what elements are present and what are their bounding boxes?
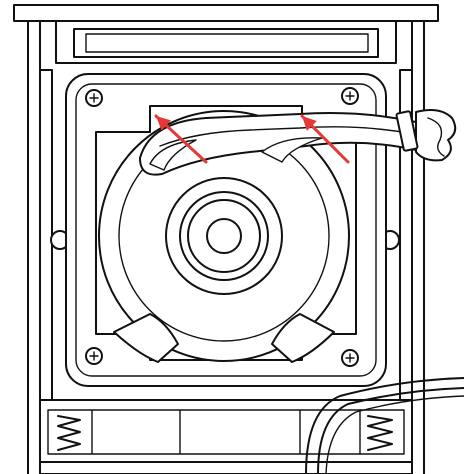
roller-lower-left <box>113 313 179 363</box>
cable-3 <box>325 395 464 474</box>
arrow-up-left-icon <box>300 114 350 164</box>
mounting-plate-inner <box>75 83 377 377</box>
roller-lower-right <box>271 313 335 363</box>
cable-2 <box>317 387 464 474</box>
base-inner <box>47 409 405 455</box>
cable-tie <box>395 110 419 152</box>
tube-inner-line <box>159 126 415 147</box>
arrow-head <box>156 116 172 131</box>
pump-housing <box>13 4 439 474</box>
tube-highlight-left <box>149 139 197 171</box>
tube-end-detail <box>427 117 445 157</box>
base-dividers <box>91 409 361 455</box>
tubing <box>139 109 457 176</box>
arrow-up-left-icon <box>154 114 208 164</box>
phillips-screw-icon <box>341 87 359 105</box>
pump-base <box>39 399 413 474</box>
shaft <box>206 218 242 254</box>
cable-1 <box>305 377 464 474</box>
left-rail <box>39 69 53 401</box>
phillips-screw-icon <box>341 349 359 367</box>
arrow-head <box>302 116 317 131</box>
annotation-arrows <box>154 114 350 164</box>
tube-end <box>415 109 457 162</box>
base-foot <box>39 461 413 474</box>
rotor <box>98 110 350 362</box>
phillips-screw-icon <box>85 347 103 365</box>
spring-right <box>367 415 393 451</box>
spring-left <box>57 415 81 451</box>
top-plate <box>13 4 439 22</box>
phillips-screw-icon <box>85 89 103 107</box>
top-slot-inner <box>85 33 369 53</box>
